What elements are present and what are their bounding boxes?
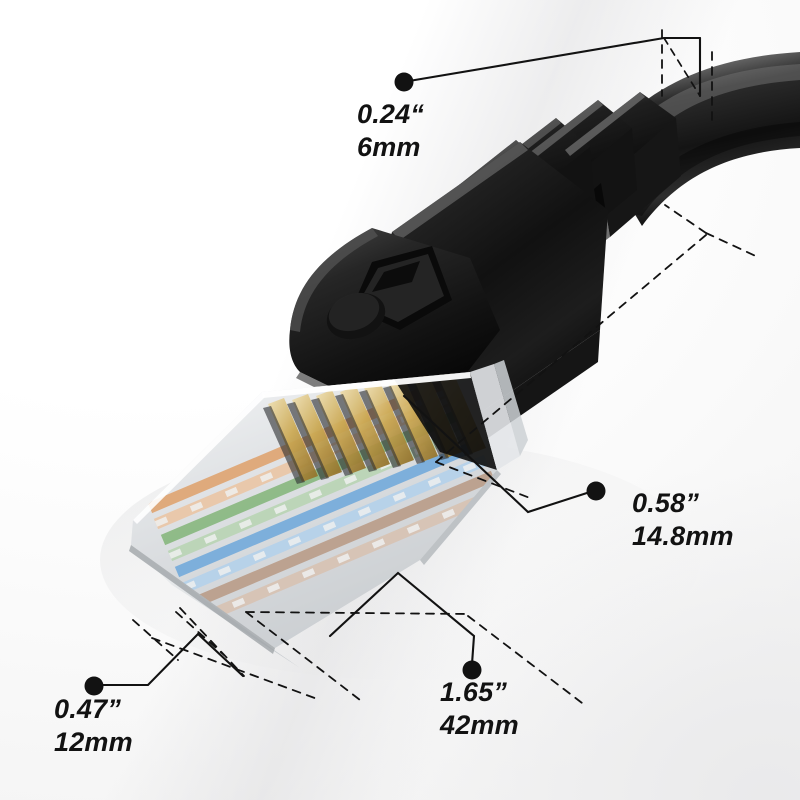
dimension-label-connector-width: 0.47” 12mm [54, 693, 133, 759]
snagless-latch-hood [289, 228, 500, 422]
leader-dot-0-58 [586, 481, 606, 501]
leader-0-47 [98, 632, 245, 687]
extension-lines-0-58 [435, 204, 761, 499]
dimension-value-metric: 42mm [440, 710, 519, 740]
dimension-value-inches: 1.65” [440, 677, 508, 707]
dimension-value-inches: 0.47” [54, 694, 122, 724]
leader-0-24 [407, 36, 702, 98]
leader-dot-1-65 [462, 660, 482, 680]
leader-0-58 [402, 394, 592, 514]
leader-dot-0-47 [84, 676, 104, 696]
extension-lines-0-47 [132, 607, 321, 701]
dimension-label-connector-height: 0.58” 14.8mm [632, 487, 734, 553]
twisted-pair-wires [131, 372, 497, 648]
dimension-label-overall-length: 1.65” 42mm [440, 676, 519, 742]
leader-dot-0-24 [394, 72, 414, 92]
dimension-value-metric: 14.8mm [632, 521, 734, 551]
dimension-value-inches: 0.24“ [357, 99, 425, 129]
dimension-value-inches: 0.58” [632, 488, 700, 518]
dimension-value-metric: 6mm [357, 132, 421, 162]
extension-lines-0-24 [661, 29, 713, 121]
dimension-value-metric: 12mm [54, 727, 133, 757]
leader-dots [84, 72, 606, 696]
leader-1-65 [328, 571, 476, 666]
dimension-label-boot-ridge-width: 0.24“ 6mm [357, 98, 424, 164]
extension-lines-1-65 [245, 611, 587, 707]
